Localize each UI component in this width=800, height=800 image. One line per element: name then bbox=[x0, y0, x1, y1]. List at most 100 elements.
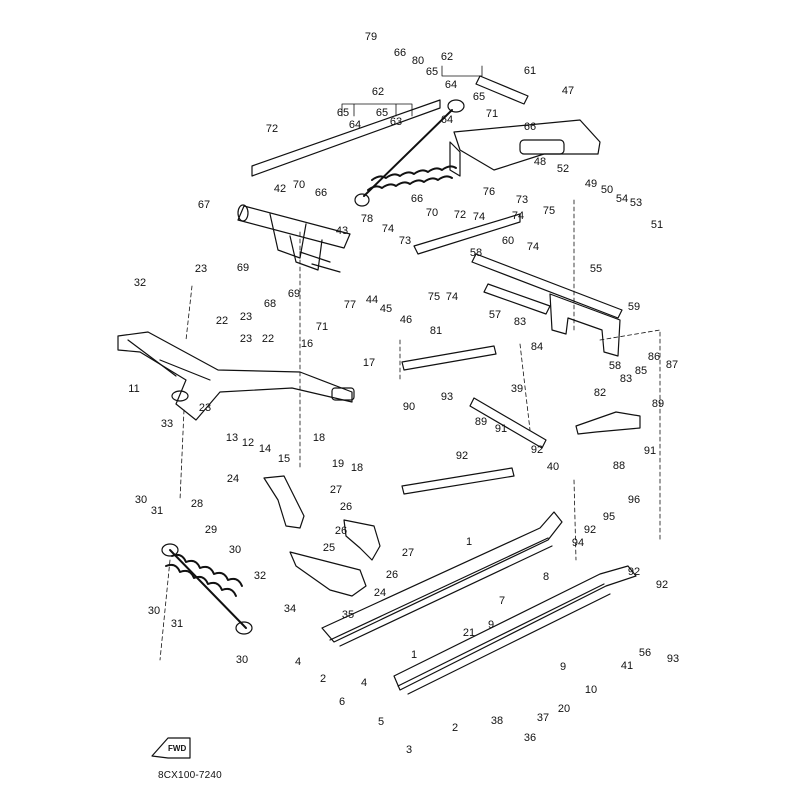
callout-22: 22 bbox=[216, 315, 228, 327]
callout-72: 72 bbox=[454, 209, 466, 221]
callout-23: 23 bbox=[195, 263, 207, 275]
callout-91: 91 bbox=[644, 445, 656, 457]
callout-23: 23 bbox=[240, 311, 252, 323]
upper-shock-spring bbox=[354, 99, 465, 207]
callout-94: 94 bbox=[572, 537, 584, 549]
callout-93: 93 bbox=[441, 391, 453, 403]
front-suspension-arm bbox=[117, 331, 355, 421]
callout-59: 59 bbox=[628, 301, 640, 313]
callout-68: 68 bbox=[264, 298, 276, 310]
callout-87: 87 bbox=[666, 359, 678, 371]
callout-53: 53 bbox=[630, 197, 642, 209]
callout-60: 60 bbox=[502, 235, 514, 247]
callout-9: 9 bbox=[560, 661, 566, 673]
callout-78: 78 bbox=[361, 213, 373, 225]
callout-21: 21 bbox=[463, 627, 475, 639]
callout-91: 91 bbox=[495, 423, 507, 435]
slide-rail-upper bbox=[321, 511, 563, 647]
upper-shaft-assembly bbox=[237, 204, 351, 273]
callout-18: 18 bbox=[313, 432, 325, 444]
callout-45: 45 bbox=[380, 303, 392, 315]
callout-63: 63 bbox=[390, 116, 402, 128]
callout-71: 71 bbox=[316, 321, 328, 333]
callout-26: 26 bbox=[335, 525, 347, 537]
callout-47: 47 bbox=[562, 85, 574, 97]
callout-3: 3 bbox=[406, 744, 412, 756]
callout-35: 35 bbox=[342, 609, 354, 621]
callout-77: 77 bbox=[344, 299, 356, 311]
callout-89: 89 bbox=[652, 398, 664, 410]
callout-82: 82 bbox=[594, 387, 606, 399]
callout-69: 69 bbox=[288, 288, 300, 300]
callout-10: 10 bbox=[585, 684, 597, 696]
callout-31: 31 bbox=[171, 618, 183, 630]
callout-2: 2 bbox=[320, 673, 326, 685]
callout-30: 30 bbox=[229, 544, 241, 556]
callout-62: 62 bbox=[372, 86, 384, 98]
callout-9: 9 bbox=[488, 619, 494, 631]
callout-28: 28 bbox=[191, 498, 203, 510]
callout-16: 16 bbox=[301, 338, 313, 350]
slide-rail-lower bbox=[393, 565, 637, 695]
callout-92: 92 bbox=[628, 566, 640, 578]
fwd-arrow-icon bbox=[151, 737, 191, 759]
callout-66: 66 bbox=[315, 187, 327, 199]
callout-75: 75 bbox=[543, 205, 555, 217]
callout-2: 2 bbox=[452, 722, 458, 734]
callout-20: 20 bbox=[558, 703, 570, 715]
callout-46: 46 bbox=[400, 314, 412, 326]
callout-85: 85 bbox=[635, 365, 647, 377]
callout-64: 64 bbox=[349, 119, 361, 131]
callout-84: 84 bbox=[531, 341, 543, 353]
callout-64: 64 bbox=[445, 79, 457, 91]
callout-65: 65 bbox=[473, 91, 485, 103]
callout-26: 26 bbox=[386, 569, 398, 581]
callout-95: 95 bbox=[603, 511, 615, 523]
callout-48: 48 bbox=[534, 156, 546, 168]
shaft-60 bbox=[471, 253, 623, 319]
callout-67: 67 bbox=[198, 199, 210, 211]
rod-72-lower bbox=[413, 213, 521, 255]
callout-30: 30 bbox=[148, 605, 160, 617]
callout-42: 42 bbox=[274, 183, 286, 195]
callout-92: 92 bbox=[656, 579, 668, 591]
callout-1: 1 bbox=[411, 649, 417, 661]
callout-12: 12 bbox=[242, 437, 254, 449]
callout-51: 51 bbox=[651, 219, 663, 231]
callout-17: 17 bbox=[363, 357, 375, 369]
callout-75: 75 bbox=[428, 291, 440, 303]
callout-92: 92 bbox=[531, 444, 543, 456]
shaft-81 bbox=[401, 345, 497, 371]
callout-62: 62 bbox=[441, 51, 453, 63]
rear-upper-arm bbox=[449, 75, 601, 177]
callout-31: 31 bbox=[151, 505, 163, 517]
callout-73: 73 bbox=[399, 235, 411, 247]
callout-65: 65 bbox=[376, 107, 388, 119]
callout-92: 92 bbox=[456, 450, 468, 462]
callout-52: 52 bbox=[557, 163, 569, 175]
callout-4: 4 bbox=[361, 677, 367, 689]
callout-58: 58 bbox=[609, 360, 621, 372]
callout-4: 4 bbox=[295, 656, 301, 668]
callout-15: 15 bbox=[278, 453, 290, 465]
callout-27: 27 bbox=[330, 484, 342, 496]
callout-19: 19 bbox=[332, 458, 344, 470]
callout-40: 40 bbox=[547, 461, 559, 473]
callout-66: 66 bbox=[411, 193, 423, 205]
callout-70: 70 bbox=[293, 179, 305, 191]
lower-shock-absorber bbox=[161, 543, 253, 635]
callout-39: 39 bbox=[511, 383, 523, 395]
callout-22: 22 bbox=[262, 333, 274, 345]
callout-29: 29 bbox=[205, 524, 217, 536]
callout-30: 30 bbox=[236, 654, 248, 666]
callout-89: 89 bbox=[475, 416, 487, 428]
callout-55: 55 bbox=[590, 263, 602, 275]
callout-65: 65 bbox=[426, 66, 438, 78]
callout-72: 72 bbox=[266, 123, 278, 135]
callout-36: 36 bbox=[524, 732, 536, 744]
callout-8: 8 bbox=[543, 571, 549, 583]
callout-25: 25 bbox=[323, 542, 335, 554]
bracket-82 bbox=[575, 411, 641, 435]
